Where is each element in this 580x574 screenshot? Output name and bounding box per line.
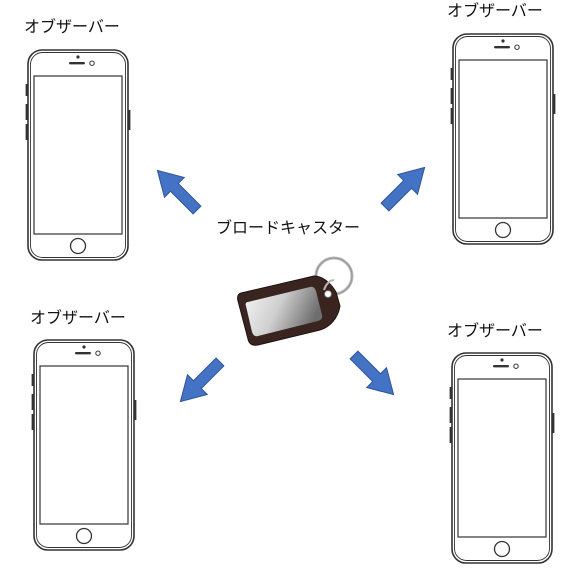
arrow-to-bottom-left xyxy=(170,351,231,412)
observer-phone-top-left xyxy=(24,49,132,261)
observer-phone-bottom-right xyxy=(448,352,556,564)
arrow-to-bottom-right xyxy=(343,344,404,405)
observer-label-bottom-right: オブザーバー xyxy=(447,321,543,340)
arrow-to-top-left xyxy=(147,160,208,221)
observer-phone-bottom-left xyxy=(30,339,138,551)
broadcaster-label: ブロードキャスター xyxy=(216,218,361,237)
observer-label-top-left: オブザーバー xyxy=(24,17,120,36)
arrow-to-top-right xyxy=(374,157,435,218)
observer-phone-top-right xyxy=(449,33,557,245)
observer-label-bottom-left: オブザーバー xyxy=(30,308,126,327)
observer-label-top-right: オブザーバー xyxy=(447,1,543,20)
broadcaster-tag-icon xyxy=(237,256,354,346)
